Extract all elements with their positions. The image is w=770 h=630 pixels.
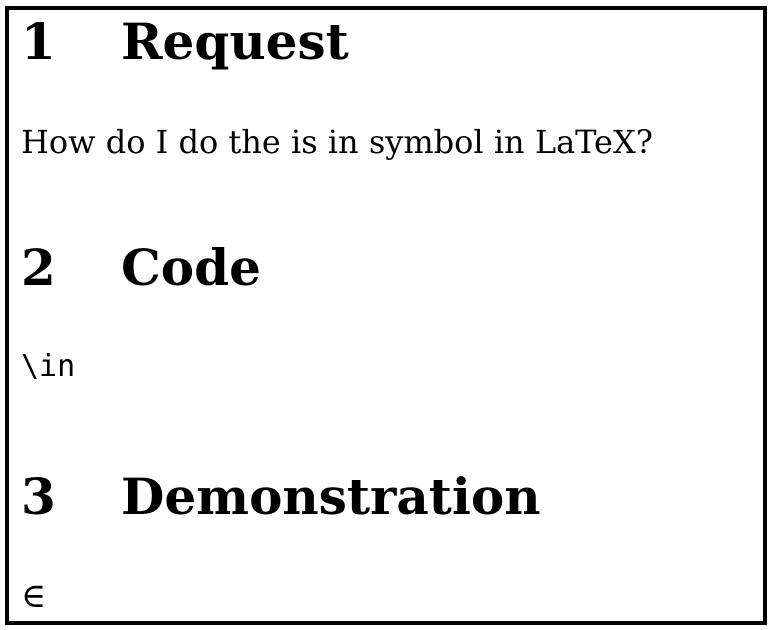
section-number: 1 [21, 12, 56, 71]
section-heading: 3 Demonstration [21, 467, 763, 527]
section-code: 2 Code \in [21, 238, 763, 384]
section-number: 2 [21, 238, 56, 297]
section-heading: 1 Request [21, 12, 763, 72]
section-demonstration: 3 Demonstration ∈ [21, 467, 763, 616]
document-frame: 1 Request How do I do the is in symbol in… [5, 6, 767, 625]
section-number: 3 [21, 467, 56, 526]
section-title: Demonstration [121, 467, 541, 526]
section-title: Request [121, 12, 349, 71]
request-text: How do I do the is in symbol in LaTeX? [21, 123, 653, 161]
element-of-symbol: ∈ [21, 576, 47, 616]
section-request: 1 Request How do I do the is in symbol in… [21, 12, 763, 161]
section-title: Code [121, 238, 261, 297]
code-snippet: \in [21, 349, 76, 384]
section-heading: 2 Code [21, 238, 763, 298]
